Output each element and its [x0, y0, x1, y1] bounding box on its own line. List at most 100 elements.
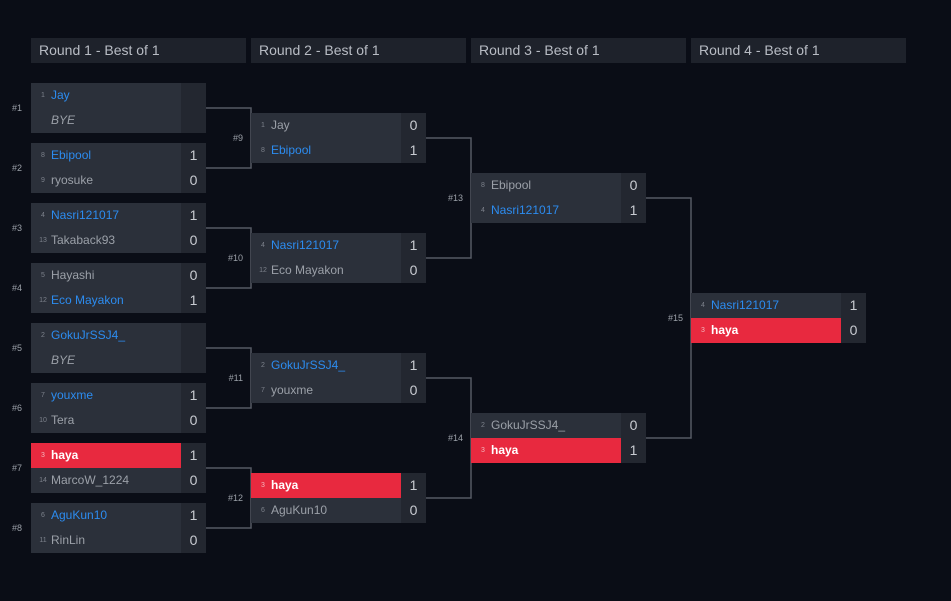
player-box — [691, 293, 841, 318]
player-seed: 6 — [261, 507, 265, 514]
player-name[interactable]: Nasri121017 — [491, 203, 560, 217]
player-name[interactable]: Nasri121017 — [271, 238, 340, 252]
player-score: 1 — [181, 288, 206, 313]
player-box — [31, 143, 181, 168]
player-score: 0 — [401, 498, 426, 523]
player-name[interactable]: AguKun10 — [51, 508, 108, 522]
player-name[interactable]: Ebipool — [491, 178, 532, 192]
player-seed: 4 — [481, 207, 485, 214]
match-number: #8 — [11, 523, 22, 533]
player-name[interactable]: Ebipool — [51, 148, 92, 162]
player-seed: 4 — [701, 302, 705, 309]
player-score — [181, 323, 206, 348]
player-name[interactable]: ryosuke — [51, 173, 94, 187]
player-name[interactable]: Ebipool — [271, 143, 312, 157]
player-score: 1 — [401, 353, 426, 378]
player-box — [31, 503, 181, 528]
player-slot[interactable]: BYE — [31, 348, 206, 373]
player-slot[interactable]: 2 GokuJrSSJ4_ 1 — [251, 353, 426, 378]
player-box — [31, 468, 181, 493]
player-name[interactable]: Eco Mayakon — [51, 293, 124, 307]
player-score: 0 — [401, 113, 426, 138]
player-name[interactable]: GokuJrSSJ4_ — [271, 358, 346, 372]
player-box — [31, 288, 181, 313]
player-slot[interactable]: BYE — [31, 108, 206, 133]
player-name[interactable]: Takaback93 — [51, 233, 116, 247]
player-score: 0 — [181, 528, 206, 553]
player-name[interactable]: haya — [271, 478, 299, 492]
player-seed: 4 — [41, 212, 45, 219]
player-seed: 3 — [41, 452, 45, 459]
match-number: #12 — [227, 493, 243, 503]
player-score: 0 — [401, 378, 426, 403]
player-seed: 13 — [39, 237, 47, 244]
match-number: #6 — [11, 403, 22, 413]
player-slot[interactable]: 4 Nasri121017 1 — [471, 198, 646, 223]
player-name[interactable]: Jay — [271, 118, 290, 132]
player-name[interactable]: Hayashi — [51, 268, 95, 282]
player-seed: 12 — [259, 267, 267, 274]
player-name[interactable]: BYE — [51, 113, 76, 127]
player-name[interactable]: haya — [491, 443, 519, 457]
player-box — [471, 173, 621, 198]
player-seed: 6 — [41, 512, 45, 519]
player-seed: 3 — [481, 447, 485, 454]
player-slot[interactable]: 6 AguKun10 0 — [251, 498, 426, 523]
player-seed: 8 — [261, 147, 265, 154]
player-score: 0 — [621, 413, 646, 438]
player-seed: 9 — [41, 177, 45, 184]
player-box — [251, 113, 401, 138]
player-name[interactable]: haya — [51, 448, 79, 462]
player-name[interactable]: Tera — [51, 413, 75, 427]
player-name[interactable]: MarcoW_1224 — [51, 473, 130, 487]
player-seed: 8 — [481, 182, 485, 189]
player-score — [181, 348, 206, 373]
player-name[interactable]: AguKun10 — [271, 503, 328, 517]
player-score: 1 — [181, 143, 206, 168]
player-slot[interactable]: 8 Ebipool 1 — [31, 143, 206, 168]
match-number: #10 — [227, 253, 243, 263]
player-name[interactable]: Nasri121017 — [711, 298, 780, 312]
player-name[interactable]: youxme — [51, 388, 94, 402]
player-name[interactable]: Eco Mayakon — [271, 263, 344, 277]
round-header-1: Round 1 - Best of 1 — [31, 38, 246, 63]
player-seed: 12 — [39, 297, 47, 304]
player-box — [31, 443, 181, 468]
player-seed: 8 — [41, 152, 45, 159]
player-score: 1 — [621, 198, 646, 223]
player-box — [31, 263, 181, 288]
player-name[interactable]: Jay — [51, 88, 70, 102]
player-name[interactable]: Nasri121017 — [51, 208, 120, 222]
player-name[interactable]: youxme — [271, 383, 314, 397]
player-seed: 2 — [261, 362, 265, 369]
player-name[interactable]: GokuJrSSJ4_ — [491, 418, 566, 432]
player-name[interactable]: BYE — [51, 353, 76, 367]
player-name[interactable]: haya — [711, 323, 739, 337]
player-name[interactable]: RinLin — [51, 533, 86, 547]
player-slot[interactable]: 12 Eco Mayakon 1 — [31, 288, 206, 313]
player-name[interactable]: GokuJrSSJ4_ — [51, 328, 126, 342]
